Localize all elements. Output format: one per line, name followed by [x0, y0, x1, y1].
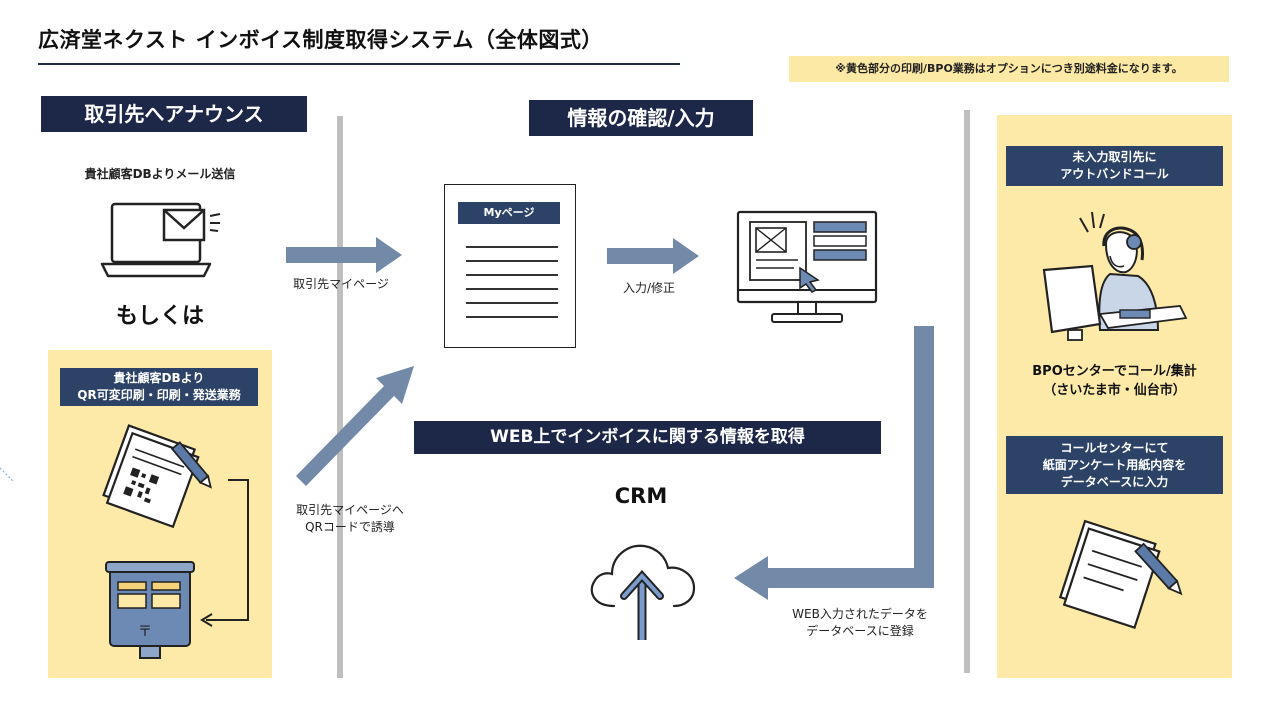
bpo-label: BPOセンターでコール/集計 （さいたま市・仙台市） [1002, 362, 1227, 400]
operator-icon [1042, 211, 1188, 341]
divider-left [337, 116, 343, 678]
web-info-banner: WEB上でインボイスに関する情報を取得 [414, 421, 881, 454]
qr-panel-title-line1: 貴社顧客DBより [113, 371, 205, 385]
mypage-arrow-label: 取引先マイページ [293, 277, 389, 291]
web-register-line2: データベースに登録 [806, 624, 914, 638]
callcenter-title-line1: コールセンターにて [1060, 440, 1169, 455]
qr-redirect-line1: 取引先マイページへ [296, 503, 404, 517]
divider-right [964, 110, 970, 673]
paper-pen-icon [1058, 519, 1183, 629]
mypage-doc-title: Myページ [458, 202, 560, 224]
postbox-icon: 〒 [105, 561, 195, 659]
qr-panel-title-line2: QR可変印刷・印刷・発送業務 [77, 388, 241, 402]
bpo-label-line2: （さいたま市・仙台市） [1043, 383, 1186, 398]
announce-header: 取引先へアナウンス [41, 96, 307, 132]
or-label: もしくは [115, 304, 204, 329]
cloud-upload-icon [590, 544, 696, 640]
monitor-layout-icon [736, 210, 878, 323]
doc-line [466, 302, 558, 304]
qr-document-icon [102, 424, 212, 529]
doc-line [466, 316, 558, 318]
decorative-edge [0, 467, 15, 483]
laptop-mail-icon [100, 202, 221, 278]
web-register-label: WEB入力されたデータを データベースに登録 [770, 606, 950, 640]
qr-redirect-line2: QRコードで誘導 [305, 520, 395, 534]
crm-label: CRM [614, 484, 668, 508]
doc-line [466, 246, 558, 248]
doc-line [466, 274, 558, 276]
outbound-title: 未入力取引先に アウトバンドコール [1006, 146, 1223, 186]
down-return-arrow [200, 479, 249, 627]
bpo-label-line1: BPOセンターでコール/集計 [1032, 364, 1197, 379]
arrow-web-register [734, 326, 934, 600]
callcenter-title-line2: 紙面アンケート用紙内容を [1042, 457, 1187, 472]
email-label: 貴社顧客DBよりメール送信 [84, 167, 236, 181]
qr-redirect-label: 取引先マイページへ QRコードで誘導 [290, 502, 410, 536]
title-underline [38, 63, 680, 65]
doc-line [466, 288, 558, 290]
svg-text:〒: 〒 [138, 624, 152, 640]
arrow-to-mypage [286, 237, 402, 273]
outbound-title-line2: アウトバンドコール [1060, 167, 1169, 181]
web-register-line1: WEB入力されたデータを [792, 607, 928, 621]
outbound-title-line1: 未入力取引先に [1072, 150, 1157, 164]
doc-line [466, 260, 558, 262]
callcenter-title: コールセンターにて 紙面アンケート用紙内容を データベースに入力 [1006, 436, 1223, 494]
page-title: 広済堂ネクスト インボイス制度取得システム（全体図式） [38, 28, 603, 52]
arrow-qr-redirect [296, 366, 414, 486]
callcenter-title-line3: データベースに入力 [1060, 474, 1169, 489]
arrow-input-edit [607, 238, 699, 274]
qr-panel-title: 貴社顧客DBより QR可変印刷・印刷・発送業務 [60, 368, 258, 406]
input-edit-label: 入力/修正 [622, 281, 676, 295]
confirm-header: 情報の確認/入力 [529, 100, 753, 136]
option-note: ※黄色部分の印刷/BPO業務はオプションにつき別途料金になります。 [789, 56, 1229, 82]
